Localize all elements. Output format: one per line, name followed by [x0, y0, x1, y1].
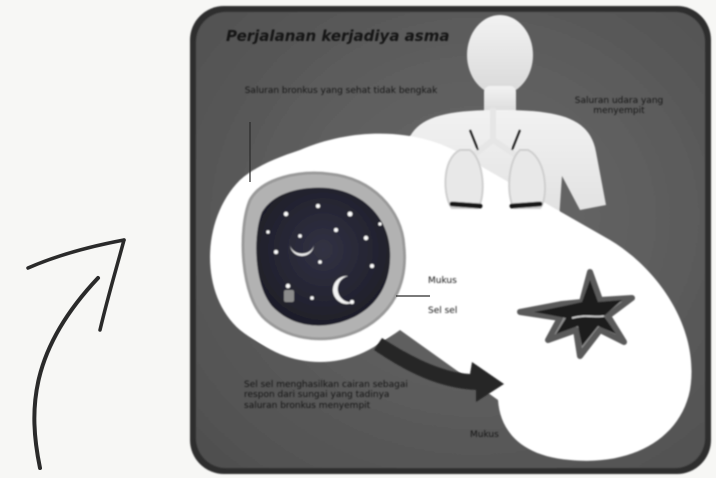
mucus-label-bottom: Mukus	[470, 430, 540, 440]
diagram-title: Perjalanan kerjadiya asma	[226, 28, 466, 45]
healthy-airway-label: Saluran bronkus yang sehat tidak bengkak	[236, 86, 446, 96]
mucus-label-top: Mukus	[428, 276, 488, 286]
cell-label: Sel sel	[428, 306, 508, 316]
airway-cross-section	[216, 154, 424, 362]
narrowed-airway-label: Saluran udara yang menyempit	[560, 96, 678, 117]
up-arrow-scribble	[28, 240, 124, 468]
bottom-note: Sel sel menghasilkan cairan sebagai resp…	[244, 380, 424, 411]
